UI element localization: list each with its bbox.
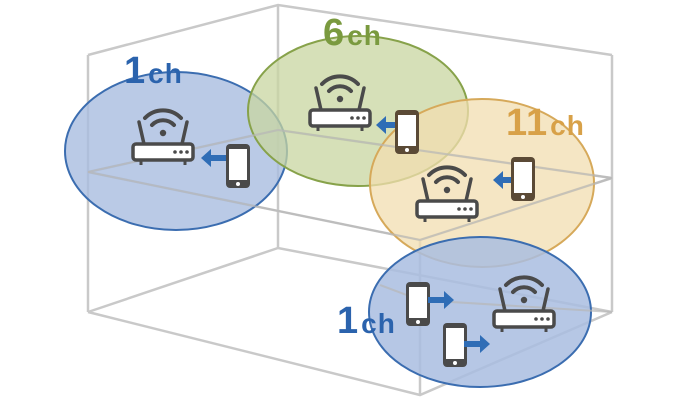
smartphone-icon <box>443 323 467 367</box>
channel-label-6ch: 6ch <box>323 12 382 54</box>
coverage-area-1ch-lower <box>368 236 592 388</box>
smartphone-icon <box>226 144 250 188</box>
channel-label-11ch: 11ch <box>506 102 585 144</box>
smartphone-icon <box>406 282 430 326</box>
smartphone-icon <box>511 157 535 201</box>
channel-label-1ch-lower: 1ch <box>337 300 396 342</box>
smartphone-icon <box>395 110 419 154</box>
channel-label-1ch-upper: 1ch <box>124 50 183 92</box>
